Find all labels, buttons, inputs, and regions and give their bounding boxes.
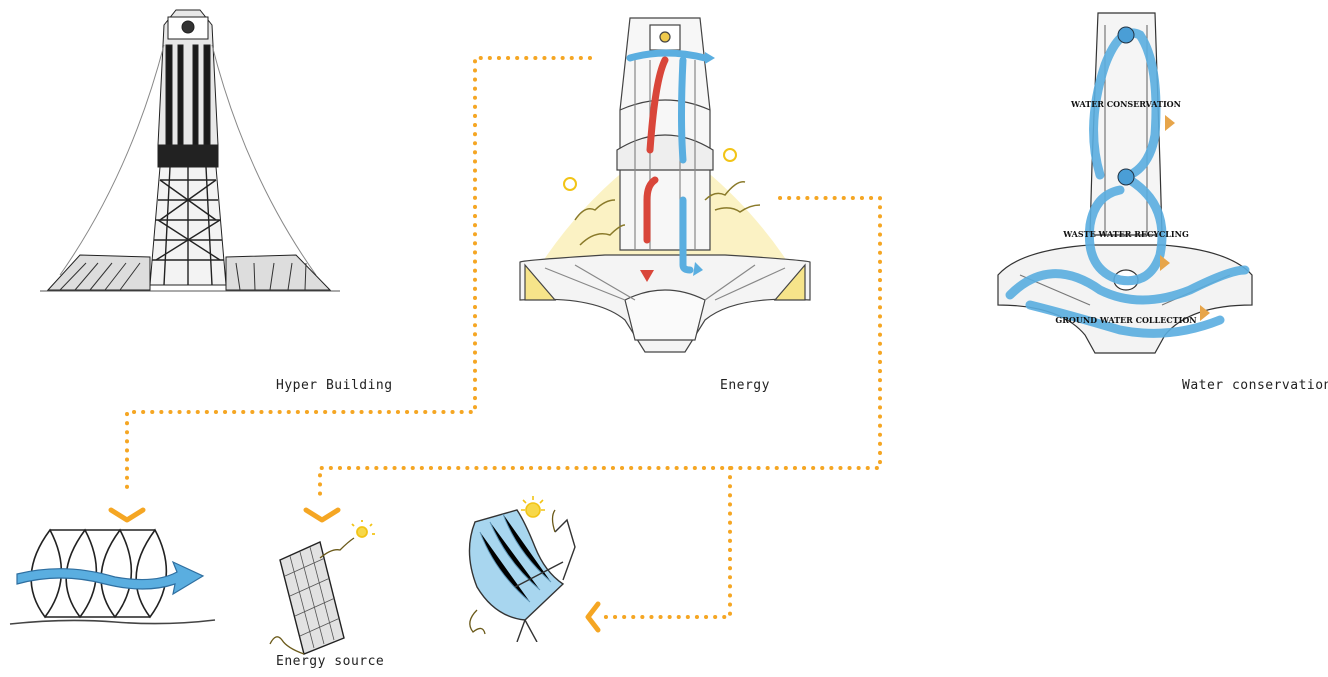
water-conservation-label: Water conservation [1182,378,1328,393]
wind-turbine-drawing [5,522,225,632]
energy-tower-drawing [505,0,825,360]
sun-icon [352,520,375,537]
hyper-building-drawing [40,5,340,305]
chevron-down-icon [111,510,143,520]
wind-arrow-icon [17,562,203,594]
waste-water-tag: WASTE WATER RECYCLING [1062,229,1189,239]
solar-panel-drawing [262,520,392,660]
water-conservation-drawing: WATER CONSERVATION WASTE WATER RECYCLING… [990,5,1260,355]
energy-label: Energy [720,378,770,393]
chevron-down-icon [306,510,338,520]
connector-energy-to-dish [600,468,730,617]
water-conservation-tag: WATER CONSERVATION [1070,99,1181,109]
energy-source-label: Energy source [276,654,384,669]
sun-icon [521,496,545,517]
solar-dish-drawing [455,492,595,642]
hyper-building-label: Hyper Building [276,378,393,393]
ground-water-tag: GROUND WATER COLLECTION [1055,315,1196,325]
